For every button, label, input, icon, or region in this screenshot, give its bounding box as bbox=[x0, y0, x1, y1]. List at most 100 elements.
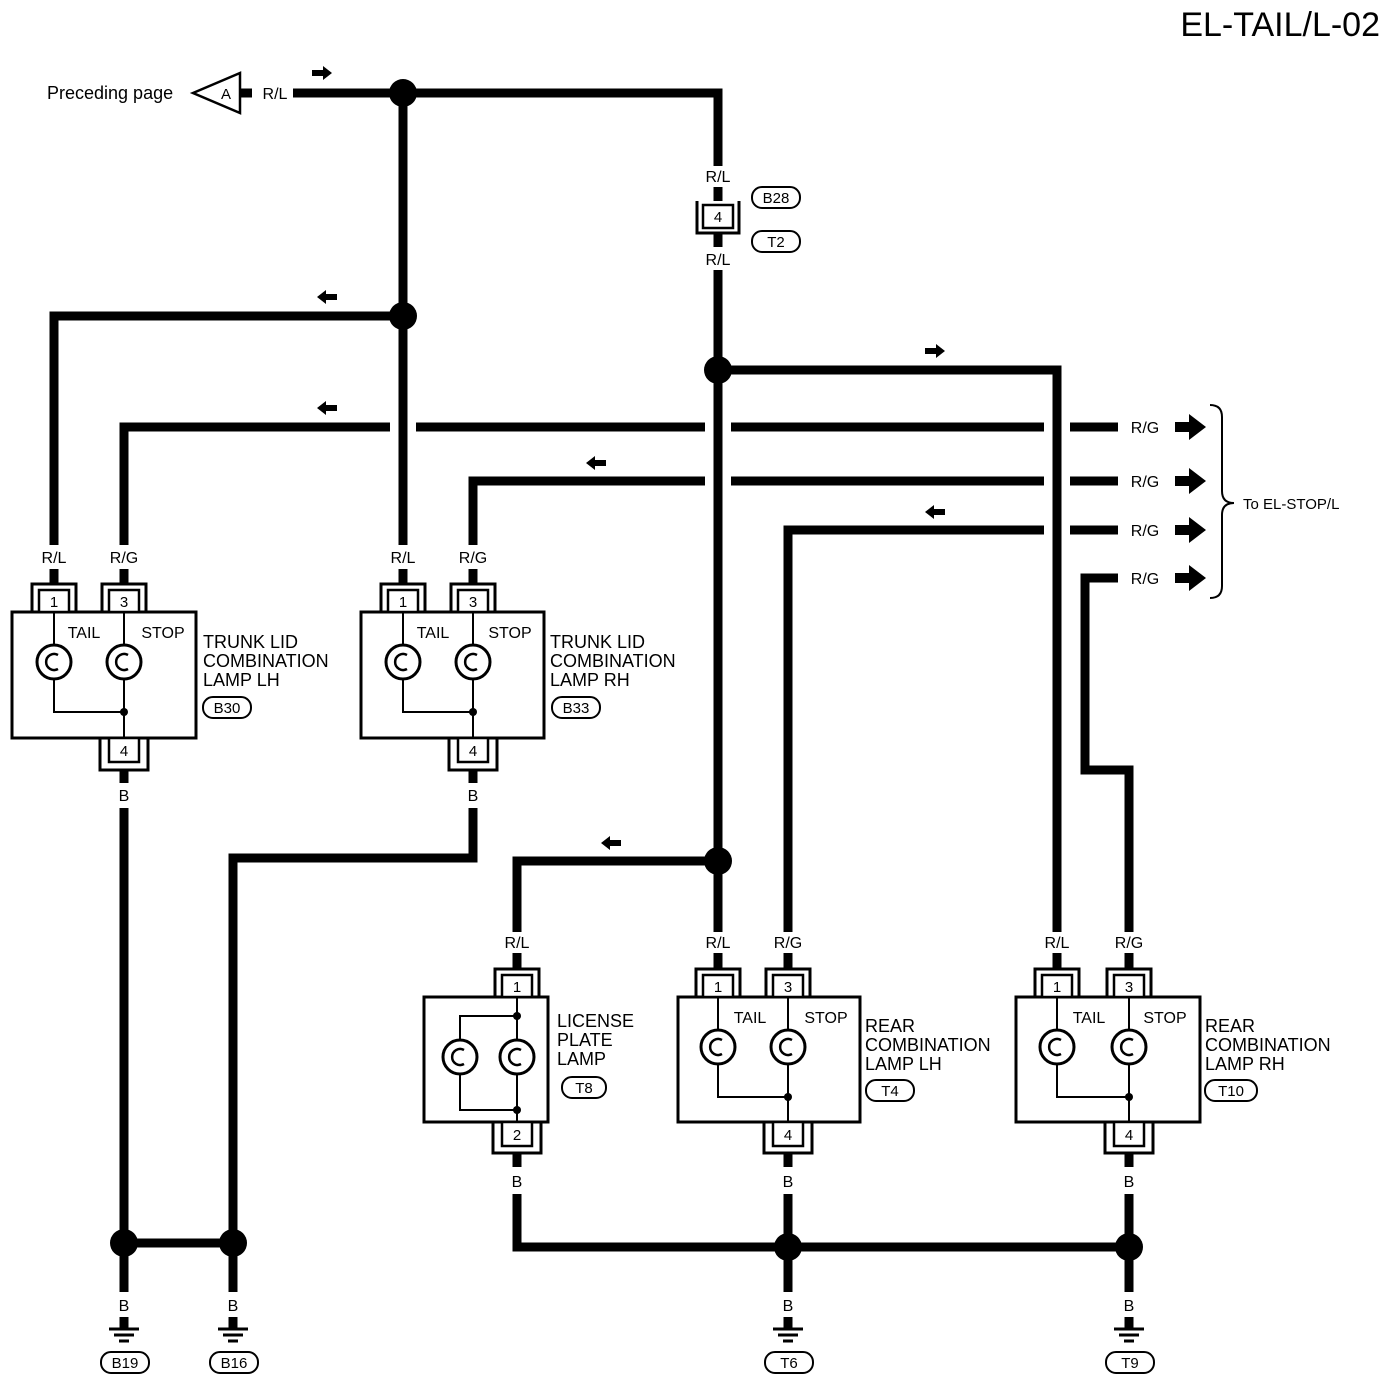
connector-tag bbox=[561, 1076, 607, 1099]
component-name: TRUNK LID bbox=[203, 632, 298, 652]
ground-wire-label: B bbox=[228, 1298, 239, 1315]
splice-node bbox=[774, 1233, 802, 1261]
flow-arrow-right-icon bbox=[312, 66, 332, 80]
ground-pin-label: 2 bbox=[513, 1127, 521, 1144]
page-id: EL-TAIL/L-02 bbox=[1180, 6, 1380, 44]
trunk-lid-combination-lamp-rh: R/L R/G 1 3 TAIL STOP TRUNK LID COMBINAT… bbox=[228, 550, 676, 1292]
flow-arrow-left-icon bbox=[317, 401, 337, 415]
output-arrow-icon bbox=[1175, 468, 1206, 494]
bulb-icon bbox=[441, 1038, 479, 1076]
splice-node bbox=[219, 1229, 247, 1257]
wire-stub bbox=[713, 953, 793, 970]
ground-t6: B T6 bbox=[764, 1298, 814, 1374]
stop-pin-label: 3 bbox=[784, 979, 792, 996]
splice-node bbox=[389, 79, 417, 107]
ground-id: B19 bbox=[112, 1355, 139, 1372]
tail-bulb-label: TAIL bbox=[68, 625, 101, 642]
tail-pin-label: 1 bbox=[1053, 979, 1061, 996]
preceding-page-label: Preceding page bbox=[47, 83, 173, 103]
filament-icon bbox=[1047, 1037, 1062, 1057]
output-arrow-icon bbox=[1175, 414, 1206, 440]
tail-bulb-label: TAIL bbox=[734, 1010, 767, 1027]
wire-b-trunk-rh bbox=[228, 808, 478, 1292]
component-name: COMBINATION bbox=[1205, 1035, 1331, 1055]
flow-arrow-left-icon bbox=[586, 456, 606, 470]
tail-pin-label: 1 bbox=[714, 979, 722, 996]
wire-stub bbox=[1052, 953, 1134, 970]
feed-wire-label: R/L bbox=[263, 86, 288, 103]
connector-tag bbox=[751, 230, 801, 253]
wire-rl-license bbox=[512, 856, 718, 932]
connector-tag bbox=[865, 1079, 915, 1102]
wire-b-ground-bus bbox=[512, 1194, 1129, 1252]
ground-wire-label: B bbox=[783, 1298, 794, 1315]
pin bbox=[107, 736, 141, 764]
pin bbox=[771, 1120, 805, 1148]
ground-pin-label: 4 bbox=[120, 743, 128, 760]
stop-bulb-label: STOP bbox=[1143, 1010, 1186, 1027]
pin bbox=[1112, 1120, 1146, 1148]
ground-wire-label: B bbox=[512, 1174, 523, 1191]
stop-wire-label: R/G bbox=[774, 935, 802, 952]
connector-tag bbox=[751, 186, 801, 209]
component-name: TRUNK LID bbox=[550, 632, 645, 652]
component-name: COMBINATION bbox=[203, 651, 329, 671]
wire-stub bbox=[49, 569, 129, 585]
filament-icon bbox=[44, 652, 59, 672]
connector-housing bbox=[493, 967, 541, 997]
off-page-connector-icon bbox=[189, 71, 242, 115]
tail-pin-label: 1 bbox=[50, 594, 58, 611]
filament-icon bbox=[778, 1037, 793, 1057]
stop-pin-label: 3 bbox=[469, 594, 477, 611]
splice-node bbox=[704, 356, 732, 384]
flow-arrow-left-icon bbox=[925, 505, 945, 519]
ground-tag bbox=[100, 1351, 150, 1374]
stop-pin-label: 3 bbox=[120, 594, 128, 611]
ground-wire-label: B bbox=[119, 788, 130, 805]
stop-bulb-label: STOP bbox=[804, 1010, 847, 1027]
output-wire-label: R/G bbox=[1131, 474, 1159, 491]
tail-wire-label: R/L bbox=[706, 935, 731, 952]
internal-wiring bbox=[1056, 997, 1130, 1122]
flow-arrow-left-icon bbox=[601, 836, 621, 850]
output-arrow-icon bbox=[1175, 517, 1206, 543]
connector-id: T4 bbox=[881, 1083, 899, 1100]
tail-wire-label: R/L bbox=[42, 550, 67, 567]
filament-icon bbox=[114, 652, 129, 672]
wire-rg-trunk-lh bbox=[119, 422, 390, 545]
filament-icon bbox=[393, 652, 408, 672]
ground-icon bbox=[773, 1327, 803, 1343]
wire-rl-trunk-lh bbox=[49, 311, 403, 545]
wire-rg-rear-rh bbox=[1080, 573, 1134, 932]
off-page-connector-letter: A bbox=[221, 86, 231, 103]
joint-pin bbox=[701, 203, 735, 230]
tail-bulb-label: TAIL bbox=[417, 625, 450, 642]
wire-rg-trunk-rh bbox=[468, 476, 705, 545]
internal-splice bbox=[784, 1093, 792, 1101]
feed-wire-label: R/L bbox=[505, 935, 530, 952]
output-brace bbox=[1209, 404, 1235, 599]
splice-node bbox=[704, 847, 732, 875]
output-wire-label: R/G bbox=[1131, 523, 1159, 540]
ground-wire-label: B bbox=[119, 1298, 130, 1315]
pin bbox=[500, 1120, 534, 1148]
ground-icon bbox=[218, 1327, 248, 1343]
splice-node bbox=[1115, 1233, 1143, 1261]
connector-tag bbox=[1204, 1079, 1258, 1102]
output-arrow-icon bbox=[1175, 565, 1206, 591]
connector-id-t2: T2 bbox=[767, 234, 785, 251]
stop-bulb-icon bbox=[454, 643, 492, 681]
ground-id: B16 bbox=[221, 1355, 248, 1372]
internal-splice bbox=[120, 708, 128, 716]
rear-combination-lamp-lh: R/L R/G 1 3 TAIL STOP REAR COMBINATION L… bbox=[676, 935, 991, 1292]
ground-icon bbox=[1114, 1327, 1144, 1343]
ground-tag bbox=[764, 1351, 814, 1374]
component-name: LAMP RH bbox=[550, 670, 630, 690]
ground-icon bbox=[109, 1327, 139, 1343]
ground-b19: B B19 bbox=[100, 1298, 150, 1374]
stop-wire-label: R/G bbox=[1115, 935, 1143, 952]
ground-wire-label: B bbox=[1124, 1298, 1135, 1315]
filament-icon bbox=[1119, 1037, 1134, 1057]
joint-wire-out-label: R/L bbox=[706, 252, 731, 269]
